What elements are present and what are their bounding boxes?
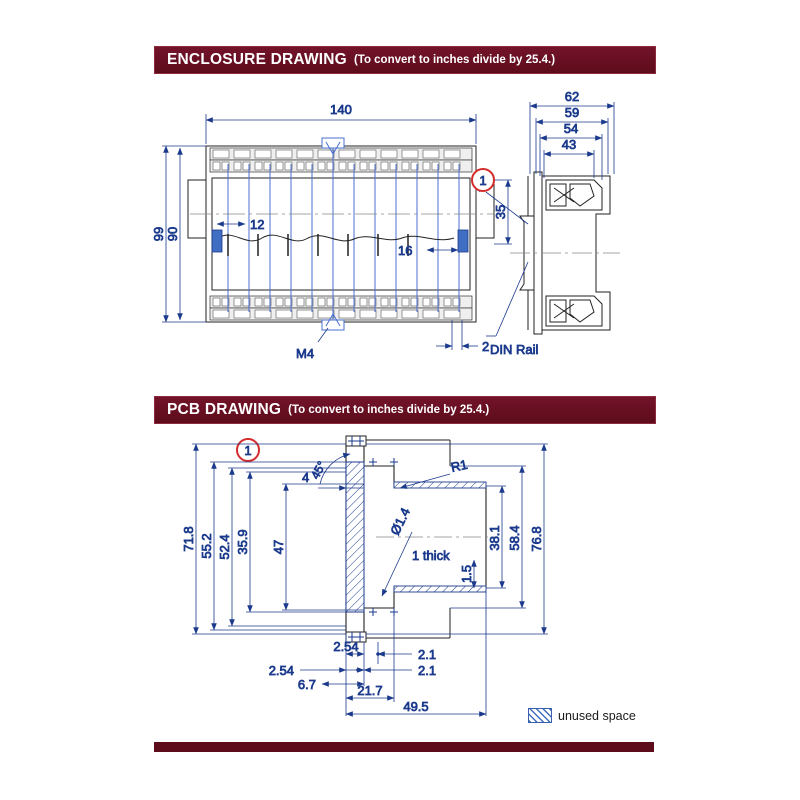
enclosure-subtitle: (To convert to inches divide by 25.4.) xyxy=(353,54,556,66)
dim-side-59: 59 xyxy=(565,105,579,120)
enclosure-title: ENCLOSURE DRAWING xyxy=(167,51,347,68)
label-din-rail: DIN Rail xyxy=(490,342,539,357)
dim-76-8: 76.8 xyxy=(529,526,544,551)
enclosure-drawing: 140 99 90 35 12 xyxy=(151,89,620,361)
dim-thickness-2: 2 xyxy=(482,339,489,354)
footer-accent-bar xyxy=(154,742,654,752)
dim-4: 4 xyxy=(302,470,309,485)
dim-52-4: 52.4 xyxy=(217,534,232,559)
dim-window-35: 35 xyxy=(493,205,508,219)
dim-spacing-16: 16 xyxy=(398,243,412,258)
legend-label: unused space xyxy=(558,708,636,723)
dim-pitch-12: 12 xyxy=(250,217,264,232)
dim-38-1: 38.1 xyxy=(487,525,502,550)
label-m4: M4 xyxy=(296,346,314,361)
dim-2-1-upper: 2.1 xyxy=(418,647,436,662)
pcb-title: PCB DRAWING xyxy=(167,401,282,418)
annot-thickness: 1 thick xyxy=(412,548,450,563)
dim-side-62: 62 xyxy=(565,89,579,104)
dim-2-54-upper: 2.54 xyxy=(333,639,358,654)
dim-6-7: 6.7 xyxy=(298,677,316,692)
unused-space-swatch-icon xyxy=(528,708,552,723)
enclosure-section-header: ENCLOSURE DRAWING (To convert to inches … xyxy=(154,46,656,74)
dim-35-9: 35.9 xyxy=(235,529,250,554)
dim-47: 47 xyxy=(271,540,286,554)
dim-71-8: 71.8 xyxy=(181,526,196,551)
callout-1-enclosure: 1 xyxy=(479,173,486,188)
dim-21-7: 21.7 xyxy=(357,683,382,698)
pcb-section-header: PCB DRAWING (To convert to inches divide… xyxy=(154,396,656,424)
pcb-subtitle: (To convert to inches divide by 25.4.) xyxy=(288,404,490,416)
dim-2-1-lower: 2.1 xyxy=(418,663,436,678)
dim-2-54-lower: 2.54 xyxy=(269,663,294,678)
dim-55-2: 55.2 xyxy=(199,533,214,558)
dim-height-90: 90 xyxy=(165,227,180,241)
dim-width-140: 140 xyxy=(330,102,352,117)
pcb-drawing: 1 45° R1 Ø1.4 1 thick xyxy=(181,435,548,717)
dim-49-5: 49.5 xyxy=(403,699,428,714)
legend: unused space xyxy=(528,708,636,723)
dim-side-54: 54 xyxy=(564,121,578,136)
dim-side-43: 43 xyxy=(562,137,576,152)
callout-1-pcb: 1 xyxy=(244,443,251,458)
dim-1-5: 1.5 xyxy=(459,565,474,583)
dim-height-99: 99 xyxy=(151,227,166,241)
dim-58-4: 58.4 xyxy=(507,525,522,550)
